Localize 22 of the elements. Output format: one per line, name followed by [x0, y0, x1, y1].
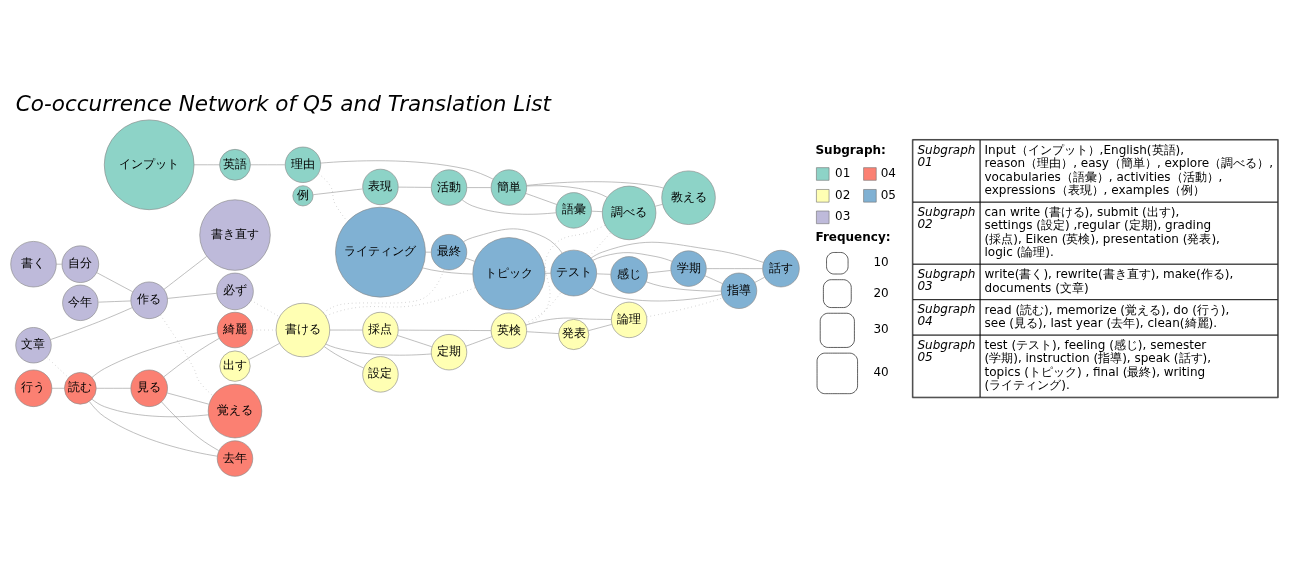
- legend-label: 20: [873, 285, 889, 300]
- legend-label: 10: [873, 254, 889, 269]
- label: Input（インプット）,English(英語), reason（理由）, easy（簡単）, explore（調べる）, vocabularies（語彙）, activities（活動）, expressions（表現）, examples（例）: [984, 142, 1274, 197]
- label: Subgraph 01: [917, 142, 976, 169]
- label: read (読む), memorize (覚える), do (行う), see (見る), last year (去年), clean(綺麗).: [984, 302, 1230, 330]
- legend-label: 04: [880, 165, 896, 180]
- label: can write (書ける), submit (出す), settings (設定) ,regular (定期), grading (採点), Eiken (英検), presentation (発表), logic (論理).: [984, 204, 1220, 259]
- legend-label: 40: [873, 364, 889, 379]
- legend-label: 03: [835, 208, 851, 223]
- label: Subgraph 04: [917, 301, 976, 328]
- legend-label: 30: [873, 321, 889, 336]
- legend-label: 02: [835, 187, 851, 202]
- label: test (テスト), feeling (感じ), semester (学期), instruction (指導), speak (話す), topics (トピック) , final (最終), writing (ライティング).: [984, 337, 1212, 392]
- label: Subgraph 02: [917, 204, 976, 231]
- label: write(書く), rewrite(書き直す), make(作る), documents (文章): [984, 266, 1234, 295]
- label: Subgraph 05: [917, 337, 976, 364]
- legend-label: 01: [835, 165, 851, 180]
- diagram-title: Co-occurrence Network of Q5 and Translation List: [15, 90, 551, 116]
- label: Subgraph 03: [917, 266, 976, 293]
- legend-label: 05: [880, 187, 896, 202]
- label: Subgraph:: [815, 142, 886, 157]
- label: Frequency:: [815, 229, 891, 244]
